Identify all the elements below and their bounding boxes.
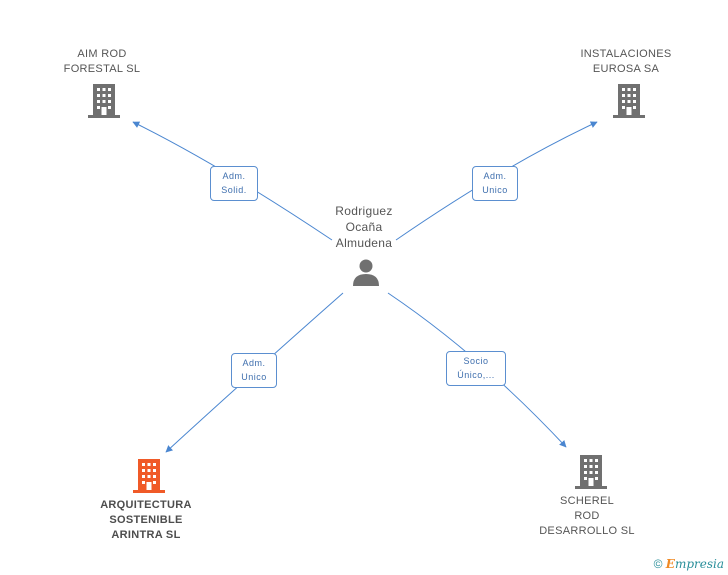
- node-label-scherel[interactable]: SCHEREL ROD DESARROLLO SL: [539, 495, 635, 537]
- center-person-label[interactable]: Rodriguez Ocaña Almudena: [335, 204, 393, 250]
- building-icon[interactable]: [88, 83, 120, 119]
- footer-brand: © Empresia: [654, 557, 724, 571]
- edge-badge-instalaciones[interactable]: Adm. Unico: [472, 166, 518, 201]
- node-label-instalaciones[interactable]: INSTALACIONES EUROSA SA: [580, 48, 672, 75]
- edge-badge-scherel[interactable]: Socio Único,...: [446, 351, 506, 386]
- node-label-aim[interactable]: AIM ROD FORESTAL SL: [63, 48, 141, 75]
- brand-logo: Empresia: [665, 557, 724, 571]
- building-icon[interactable]: [133, 458, 165, 494]
- person-icon[interactable]: [351, 257, 381, 287]
- edge-badge-aim[interactable]: Adm. Solid.: [210, 166, 258, 201]
- copyright-icon: ©: [653, 557, 663, 571]
- building-icon[interactable]: [613, 83, 645, 119]
- node-label-arquitectura[interactable]: ARQUITECTURA SOSTENIBLE ARINTRA SL: [100, 499, 192, 541]
- edge-badge-arquitectura[interactable]: Adm. Unico: [231, 353, 277, 388]
- building-icon[interactable]: [575, 454, 607, 490]
